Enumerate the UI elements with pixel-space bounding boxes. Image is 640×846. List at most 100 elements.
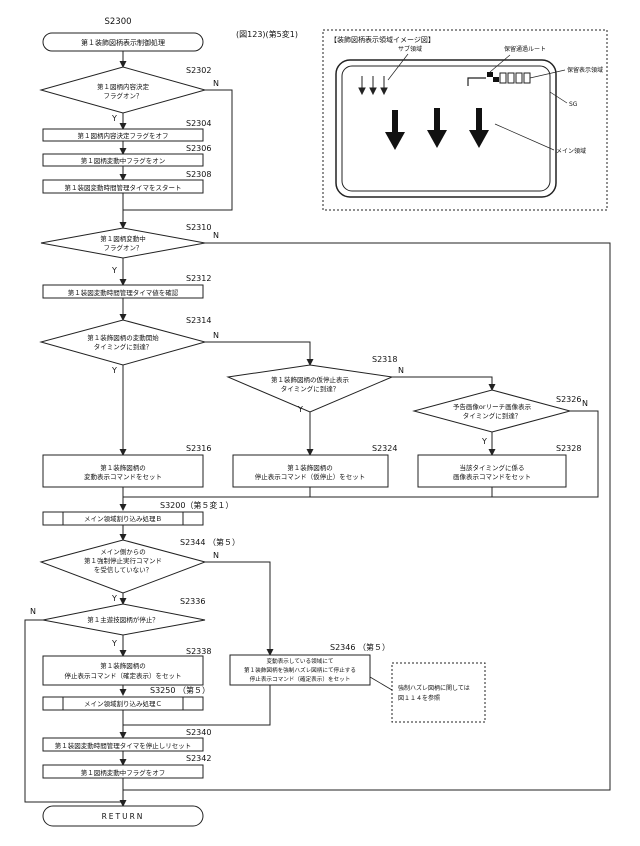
svg-text:強制ハズレ図柄に関しては: 強制ハズレ図柄に関しては (398, 684, 470, 692)
step-id-s2344: S2344 （第５） (180, 537, 240, 547)
svg-text:変動表示コマンドをセット: 変動表示コマンドをセット (84, 472, 162, 481)
process-s2340: 第１装図変動時間管理タイマを停止しリセット (43, 738, 203, 751)
svg-text:タイミングに到達？: タイミングに到達？ (281, 384, 340, 393)
step-id-s2328: S2328 (556, 444, 581, 453)
svg-text:第１装図変動時間管理タイマをスタート: 第１装図変動時間管理タイマをスタート (65, 183, 182, 192)
svg-text:停止表示コマンド（確定表示）をセット: 停止表示コマンド（確定表示）をセット (250, 675, 351, 683)
svg-text:を受信していない？: を受信していない？ (94, 565, 152, 574)
process-s2342: 第１図柄変動中フラグをオフ (43, 765, 203, 778)
step-id-s2342: S2342 (186, 754, 211, 763)
svg-text:RETURN: RETURN (102, 812, 145, 821)
svg-text:第１装飾図柄の仮停止表示: 第１装飾図柄の仮停止表示 (271, 375, 350, 384)
svg-text:当該タイミングに係る: 当該タイミングに係る (460, 463, 525, 472)
step-id-s3200: S3200（第５変１） (160, 500, 233, 510)
decision-s2344: メイン側からの 第１強制停止実行コマンド を受信していない？ (41, 540, 205, 593)
decision-s2326: 予告画像orリーチ画像表示 タイミングに到達？ (414, 390, 570, 432)
svg-text:第１図柄変動中フラグをオン: 第１図柄変動中フラグをオン (81, 156, 166, 165)
step-id-s3250: S3250 （第５） (150, 685, 210, 695)
process-s2338: 第１装飾図柄の 停止表示コマンド（確定表示）をセット (43, 656, 203, 685)
svg-text:メイン側からの: メイン側からの (100, 548, 146, 556)
svg-text:第１装飾図柄を強制ハズレ図柄にて停止する: 第１装飾図柄を強制ハズレ図柄にて停止する (244, 666, 356, 674)
step-id-s2346: S2346 （第５） (330, 642, 390, 652)
svg-text:フラグオン？: フラグオン？ (104, 91, 143, 100)
yes-label-s2326: Y (481, 437, 487, 446)
no-label-s2326: N (582, 399, 588, 408)
inset-title: 【装飾図柄表示領域イメージ図】 (330, 35, 435, 44)
decision-s2318: 第１装飾図柄の仮停止表示 タイミングに到達？ (228, 365, 392, 412)
no-label-s2302: N (213, 79, 219, 88)
process-s2304: 第１図柄内容決定フラグをオフ (43, 129, 203, 141)
step-id-s2304: S2304 (186, 119, 211, 128)
svg-text:第１主遊技図柄が停止？: 第１主遊技図柄が停止？ (87, 615, 159, 624)
yes-label-s2302: Y (111, 114, 117, 123)
yes-label-s2314: Y (111, 366, 117, 375)
step-id-s2302: S2302 (186, 66, 211, 75)
svg-text:第１図柄変動中: 第１図柄変動中 (100, 234, 146, 243)
no-label-s2344: N (213, 551, 219, 560)
step-id-s2310: S2310 (186, 223, 211, 232)
no-label-s2314: N (213, 331, 219, 340)
no-label-s2310: N (213, 231, 219, 240)
step-id-s2326: S2326 (556, 395, 581, 404)
inset-label-sg: SG (569, 101, 578, 108)
svg-text:停止表示コマンド（確定表示）をセット: 停止表示コマンド（確定表示）をセット (65, 671, 182, 680)
svg-text:第１強制停止実行コマンド: 第１強制停止実行コマンド (84, 556, 162, 565)
yes-label-s2310: Y (111, 266, 117, 275)
svg-text:第１装図変動時間管理タイマを停止しリセット: 第１装図変動時間管理タイマを停止しリセット (55, 741, 192, 750)
svg-text:第１装飾図柄表示制御処理: 第１装飾図柄表示制御処理 (81, 38, 165, 47)
inset-label-hold-display: 保留表示領域 (567, 66, 603, 74)
inset-panel: 【装飾図柄表示領域イメージ図】 サブ領域 保留通過ルート (323, 30, 607, 210)
decision-s2336: 第１主遊技図柄が停止？ (43, 604, 205, 635)
svg-text:第１装飾図柄の: 第１装飾図柄の (100, 661, 146, 670)
subroutine-s3200: メイン領域割り込み処理Ｂ (43, 512, 203, 525)
yes-label-s2318: Y (297, 405, 303, 414)
svg-text:フラグオン？: フラグオン？ (104, 243, 143, 252)
step-id-s2336: S2336 (180, 597, 205, 606)
process-s2306: 第１図柄変動中フラグをオン (43, 154, 203, 166)
svg-text:画像表示コマンドをセット: 画像表示コマンドをセット (453, 472, 531, 481)
svg-text:第１装飾図柄の変動開始: 第１装飾図柄の変動開始 (87, 333, 159, 342)
decision-s2314: 第１装飾図柄の変動開始 タイミングに到達？ (41, 320, 205, 365)
process-s2312: 第１装図変動時間管理タイマ値を確認 (43, 285, 203, 298)
svg-text:第１図柄内容決定: 第１図柄内容決定 (97, 82, 150, 91)
svg-text:図１１４を参照: 図１１４を参照 (398, 694, 440, 702)
yes-label-s2336: Y (111, 639, 117, 648)
step-id-s2314: S2314 (186, 316, 211, 325)
svg-text:第１装飾図柄の: 第１装飾図柄の (287, 463, 333, 472)
subroutine-s3250: メイン領域割り込み処理Ｃ (43, 697, 203, 710)
step-id-s2338: S2338 (186, 647, 211, 656)
svg-text:停止表示コマンド（仮停止）をセット: 停止表示コマンド（仮停止）をセット (255, 472, 366, 481)
no-label-s2336: N (30, 607, 36, 616)
svg-text:第１図柄変動中フラグをオフ: 第１図柄変動中フラグをオフ (81, 768, 166, 777)
svg-text:第１図柄内容決定フラグをオフ: 第１図柄内容決定フラグをオフ (78, 131, 169, 140)
no-label-s2318: N (398, 366, 404, 375)
svg-text:予告画像orリーチ画像表示: 予告画像orリーチ画像表示 (453, 402, 532, 411)
process-s2346: 変動表示している領域にて 第１装飾図柄を強制ハズレ図柄にて停止する 停止表示コマ… (230, 655, 370, 685)
inset-label-hold-route: 保留通過ルート (504, 45, 546, 53)
process-s2324: 第１装飾図柄の 停止表示コマンド（仮停止）をセット (233, 455, 388, 487)
svg-text:タイミングに到達？: タイミングに到達？ (463, 411, 522, 420)
note-leader (370, 677, 392, 690)
step-id-s2306: S2306 (186, 144, 211, 153)
process-s2328: 当該タイミングに係る 画像表示コマンドをセット (418, 455, 566, 487)
step-id-s2318: S2318 (372, 355, 397, 364)
svg-text:タイミングに到達？: タイミングに到達？ (94, 342, 153, 351)
step-id-s2308: S2308 (186, 170, 211, 179)
figure-reference: (図123)(第5変1) (236, 29, 298, 39)
note-box: 強制ハズレ図柄に関しては 図１１４を参照 (392, 663, 485, 722)
decision-s2310: 第１図柄変動中 フラグオン？ (41, 228, 205, 258)
start-step-id: S2300 (104, 17, 131, 27)
svg-text:第１装図変動時間管理タイマ値を確認: 第１装図変動時間管理タイマ値を確認 (68, 288, 179, 297)
svg-text:メイン領域割り込み処理Ｂ: メイン領域割り込み処理Ｂ (84, 514, 162, 523)
svg-text:変動表示している領域にて: 変動表示している領域にて (267, 657, 334, 665)
step-id-s2324: S2324 (372, 444, 397, 453)
inset-label-sub: サブ領域 (398, 45, 422, 53)
step-id-s2340: S2340 (186, 728, 211, 737)
decision-s2302: 第１図柄内容決定 フラグオン？ (41, 67, 205, 113)
svg-text:メイン領域割り込み処理Ｃ: メイン領域割り込み処理Ｃ (84, 699, 162, 708)
step-id-s2312: S2312 (186, 274, 211, 283)
svg-text:第１装飾図柄の: 第１装飾図柄の (100, 463, 146, 472)
process-s2316: 第１装飾図柄の 変動表示コマンドをセット (43, 455, 203, 487)
inset-label-main: メイン領域 (556, 147, 586, 155)
